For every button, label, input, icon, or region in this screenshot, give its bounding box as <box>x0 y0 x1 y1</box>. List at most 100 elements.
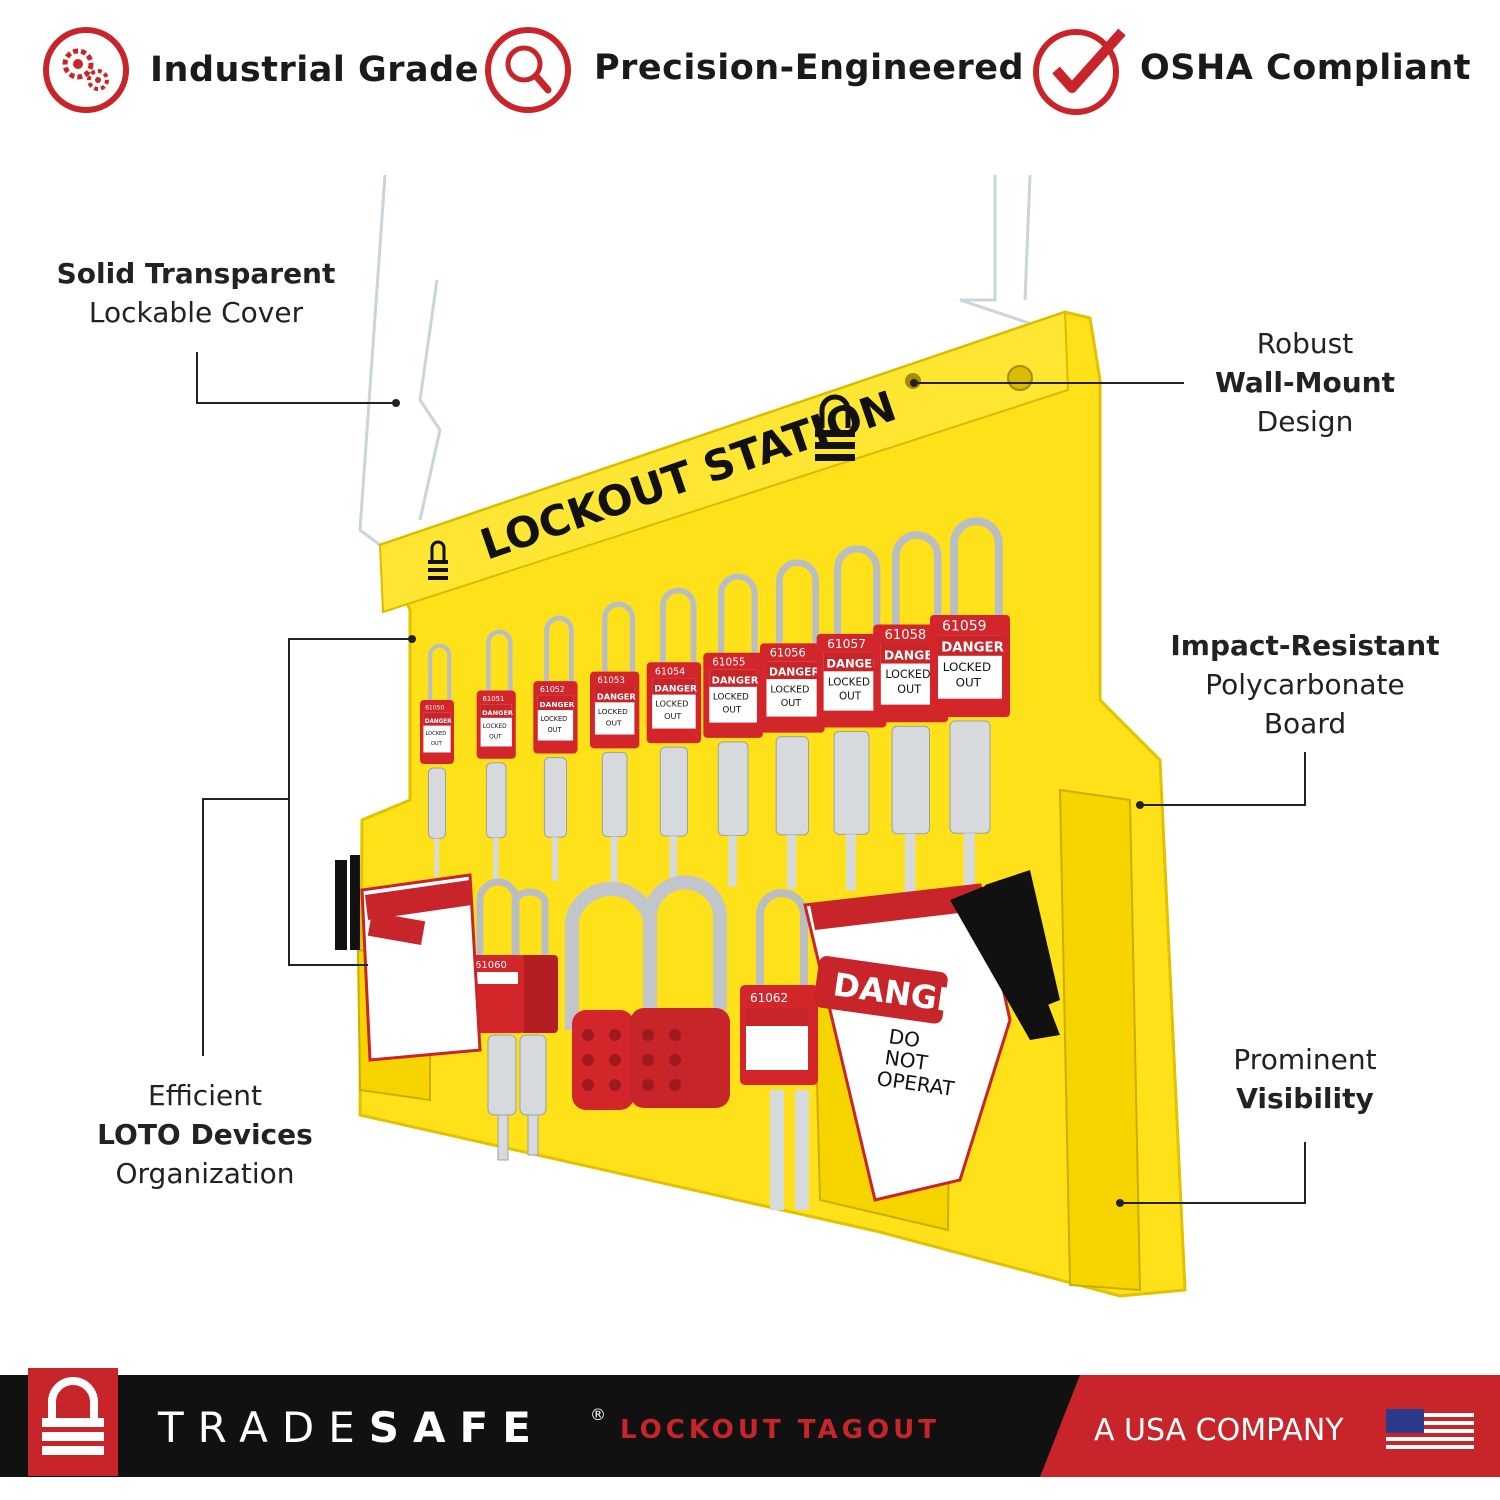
padlock-shackle <box>892 531 942 625</box>
callout-title: Wall-Mount <box>1215 366 1395 399</box>
padlock-shackle <box>718 573 758 653</box>
padlock-number: 61054 <box>655 666 685 677</box>
padlock-key-blade <box>493 837 499 879</box>
checkmark-icon <box>1033 28 1126 115</box>
callout-wall-mount: Robust Wall-Mount Design <box>1185 324 1425 441</box>
padlock-out-text: OUT <box>956 675 982 689</box>
padlock-number: 61051 <box>483 695 505 703</box>
padlock-danger-band <box>423 712 451 726</box>
padlock-key-blade <box>904 833 916 893</box>
brand-logo-box <box>28 1368 118 1476</box>
padlock-key <box>949 720 991 834</box>
padlock-number: 61052 <box>540 685 565 694</box>
padlock-out-text: OUT <box>606 718 622 727</box>
leader-dot <box>408 635 416 643</box>
leader-dot <box>392 399 400 407</box>
leader-line <box>1120 1202 1306 1204</box>
padlock-danger-text: DANGER <box>941 641 1004 656</box>
padlock-locked-text: LOCKED <box>770 684 809 695</box>
padlock-locked-text: LOCKED <box>713 693 749 703</box>
padlock-row: 61050DANGERLOCKEDOUT61051DANGERLOCKEDOUT… <box>420 517 1010 895</box>
padlock-danger-band <box>823 652 880 672</box>
callout-line: Robust <box>1256 327 1354 360</box>
callout-title: Solid Transparent <box>56 257 336 290</box>
padlock-out-text: OUT <box>664 711 681 721</box>
callout-impact-resistant: Impact-Resistant Polycarbonate Board <box>1150 626 1460 743</box>
callout-title: Visibility <box>1236 1082 1374 1115</box>
padlock-danger-band <box>652 678 696 695</box>
padlock-key <box>833 730 870 835</box>
leader-line <box>1304 1142 1306 1204</box>
padlock-danger-band <box>766 661 819 680</box>
padlock-number: 61059 <box>942 618 987 634</box>
us-flag-icon <box>1386 1409 1474 1453</box>
badge-label: OSHA Compliant <box>1140 48 1472 88</box>
padlock-out-text: OUT <box>489 734 502 740</box>
padlock-danger-band <box>480 704 512 718</box>
padlock-number: 61060 <box>475 960 507 971</box>
leader-line <box>1304 752 1306 806</box>
leader-line <box>202 798 204 1056</box>
padlock-danger-text: DANGER <box>826 657 881 671</box>
leader-line <box>1140 804 1306 806</box>
brand-bold: SAFE <box>368 1403 545 1452</box>
padlock-shackle <box>834 545 881 634</box>
lockout-station-illustration: LOCKOUT STATION 61050DANGERLOCKEDOUT6105… <box>335 174 1187 1298</box>
callout-line: Organization <box>115 1157 295 1190</box>
padlock-locked-text: LOCKED <box>655 699 688 709</box>
callout-loto-devices: Efficient LOTO Devices Organization <box>60 1076 350 1193</box>
callout-line: Efficient <box>148 1079 262 1112</box>
badge-osha-compliant: OSHA Compliant <box>1030 24 1472 116</box>
padlock-key <box>428 767 446 839</box>
padlock-shackle <box>950 517 1003 615</box>
brand-subtitle: LOCKOUT TAGOUT <box>620 1415 940 1445</box>
padlock-locked-text: LOCKED <box>943 660 991 674</box>
callout-subtitle: Lockable Cover <box>88 296 304 329</box>
badge-industrial-grade: Industrial Grade <box>40 24 478 116</box>
right-danger-tag: DANGER DO NOT OPERAT <box>803 870 1060 1202</box>
padlock-number: 61056 <box>770 646 806 660</box>
tag-line1: DO <box>887 1024 921 1052</box>
padlock-danger-text: DANGER <box>884 648 943 663</box>
padlock-key-blade <box>963 833 975 895</box>
padlock-shackle <box>660 587 697 663</box>
padlock-danger-band <box>537 695 574 711</box>
leader-line <box>288 638 290 966</box>
leader-line <box>202 798 290 800</box>
callout-title: Impact-Resistant <box>1170 629 1440 662</box>
leader-line <box>288 638 412 640</box>
padlock-danger-text: DANGER <box>597 691 636 701</box>
padlock-danger-band <box>594 687 635 703</box>
lock-emblem-right <box>815 394 855 461</box>
padlock-number: 61055 <box>712 657 745 669</box>
padlock-out-text: OUT <box>839 690 862 702</box>
padlock-number: 61062 <box>750 991 788 1005</box>
keys-61060 <box>487 1034 547 1161</box>
brand-name: TRADESAFE <box>158 1403 545 1452</box>
padlock-key-blade <box>434 838 440 877</box>
padlock-danger-band <box>709 669 757 687</box>
lock-emblem-left <box>428 540 448 580</box>
padlock-key <box>543 757 568 838</box>
padlock-number: 61057 <box>827 637 866 651</box>
gears-icon <box>43 27 129 113</box>
padlock-key <box>659 746 688 837</box>
padlock-key-blade <box>551 837 559 881</box>
badge-precision-engineered: Precision-Engineered <box>482 24 1025 116</box>
badge-label: Precision-Engineered <box>594 48 1025 88</box>
padlock-danger-band <box>880 644 941 664</box>
padlock-number: 61050 <box>425 705 444 712</box>
brand-light: TRADE <box>158 1403 369 1452</box>
company-tagline: A USA COMPANY <box>1094 1413 1344 1448</box>
leader-line <box>196 352 198 404</box>
padlock-key <box>775 736 810 836</box>
callout-line: Board <box>1263 707 1347 740</box>
padlock-locked-text: LOCKED <box>885 668 930 681</box>
padlock-key-blade <box>845 834 856 891</box>
